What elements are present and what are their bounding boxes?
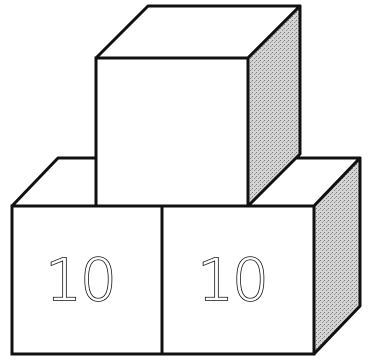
cube-top — [96, 6, 300, 206]
cube-bottom-left-label: 10 — [45, 246, 115, 314]
cube-bottom-right-label: 10 — [197, 246, 267, 314]
cube-top-front-face — [96, 58, 248, 206]
